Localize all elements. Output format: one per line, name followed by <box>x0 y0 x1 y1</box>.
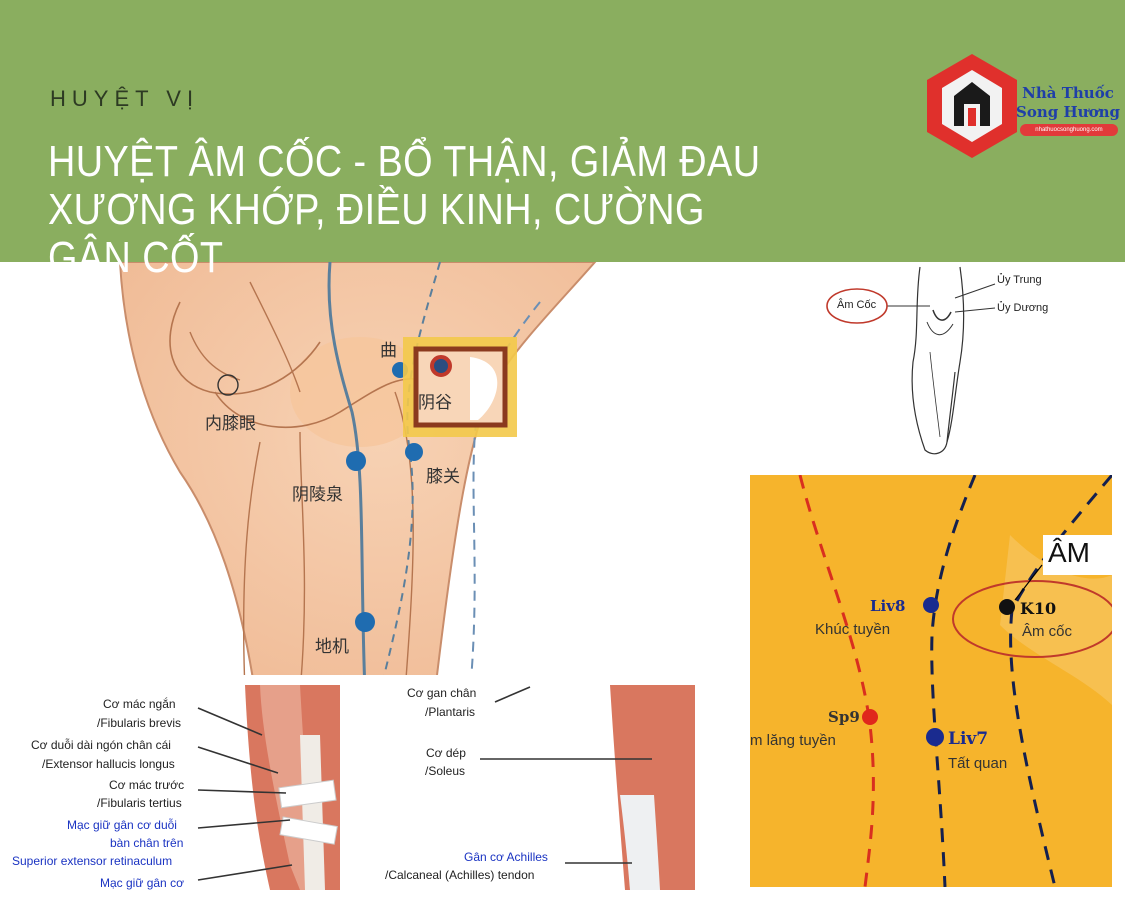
muscle-panel-right: Cơ gan chân /Plantaris Cơ dép /Soleus Gâ… <box>340 675 695 890</box>
am-header-box <box>1043 535 1112 575</box>
label-yingu: 阴谷 <box>418 393 452 413</box>
knee-acupoint-chart: 曲 阴谷 内膝眼 阴陵泉 膝关 地机 <box>0 261 630 693</box>
label-retinaculum-vi: Mạc giữ gân cơ duỗi <box>67 818 177 832</box>
label-liv7-code: Liv7 <box>948 729 989 749</box>
ankle-muscle-illustration <box>197 685 340 890</box>
brand-name: Nhà Thuốc Song Hương <box>1016 84 1120 121</box>
label-achilles-vi: Gân cơ Achilles <box>464 850 548 864</box>
leg-line-drawing <box>826 266 996 455</box>
pharmacy-logo <box>927 54 1017 158</box>
category-label: HUYỆT VỊ <box>50 86 200 111</box>
label-plantaris-vi: Cơ gan chân <box>407 686 477 700</box>
label-am-coc: Âm Cốc <box>837 299 877 311</box>
page-title: HUYỆT ÂM CỐC - BỔ THẬN, GIẢM ĐAU XƯƠNG K… <box>48 137 761 282</box>
meridian-chart: ÂM K10 Âm cốc Liv8 Khúc tuyền Sp9 m lăng… <box>750 475 1112 887</box>
label-sp9-name: m lăng tuyền <box>750 732 836 749</box>
liv7-point <box>926 728 944 746</box>
label-soleus: /Soleus <box>425 764 466 778</box>
yinlingquan-point <box>346 451 366 471</box>
label-liv8-code: Liv8 <box>870 597 906 615</box>
muscle-panel-left: Cơ mác ngắn /Fibularis brevis Cơ duỗi dà… <box>0 675 340 890</box>
label-ququan: 曲 <box>380 341 397 361</box>
diji-point <box>355 612 375 632</box>
calf-muscle-illustration <box>480 685 695 890</box>
knee-illustration <box>118 261 598 693</box>
label-fibularis-brevis: /Fibularis brevis <box>97 716 182 730</box>
label-am-header: ÂM <box>1048 537 1090 568</box>
label-xiguan: 膝关 <box>426 467 460 487</box>
am-coc-circle <box>826 288 888 324</box>
label-diji: 地机 <box>315 637 349 657</box>
label-liv8-name: Khúc tuyền <box>815 621 891 638</box>
label-sp9-code: Sp9 <box>828 708 860 726</box>
sp9-point <box>862 709 878 725</box>
k10-point <box>999 599 1015 615</box>
k10-circle <box>952 580 1112 658</box>
label-neixiyan: 内膝眼 <box>205 414 256 434</box>
label-fibularis-tertius: /Fibularis tertius <box>97 796 182 810</box>
brand-url: nhathuocsonghuong.com <box>1020 124 1118 136</box>
label-uy-trung: Ủy Trung <box>997 274 1042 286</box>
neixiyan-point <box>217 374 239 396</box>
label-plantaris: /Plantaris <box>425 705 476 719</box>
label-fibularis-brevis-vi: Cơ mác ngắn <box>103 697 176 711</box>
label-uy-duong: Ủy Dương <box>997 302 1049 314</box>
label-retinaculum-en: Superior extensor retinaculum <box>12 854 173 868</box>
xiguan-point <box>405 443 423 461</box>
label-k10-name: Âm cốc <box>1022 623 1073 640</box>
meridian-lines <box>798 475 1112 887</box>
leg-sketch: Âm Cốc Ủy Trung Ủy Dương <box>815 262 1095 462</box>
header-banner: HUYỆT VỊ HUYỆT ÂM CỐC - BỔ THẬN, GIẢM ĐA… <box>0 0 1125 282</box>
label-yinlingquan: 阴陵泉 <box>292 485 343 505</box>
label-k10-code: K10 <box>1020 599 1057 618</box>
yingu-point <box>430 355 452 377</box>
label-liv7-name: Tất quan <box>948 755 1008 772</box>
label-retinaculum-vi-2: bàn chân trên <box>110 836 184 850</box>
liv8-point <box>923 597 939 613</box>
label-extensor-hallucis: /Extensor hallucis longus <box>42 757 175 771</box>
label-fibularis-tertius-vi: Cơ mác trước <box>109 778 185 792</box>
label-achilles: /Calcaneal (Achilles) tendon <box>385 868 535 882</box>
label-soleus-vi: Cơ dép <box>426 746 466 760</box>
label-extensor-hallucis-vi: Cơ duỗi dài ngón chân cái <box>31 738 171 752</box>
label-retinaculum-2-vi: Mạc giữ gân cơ <box>100 876 184 890</box>
